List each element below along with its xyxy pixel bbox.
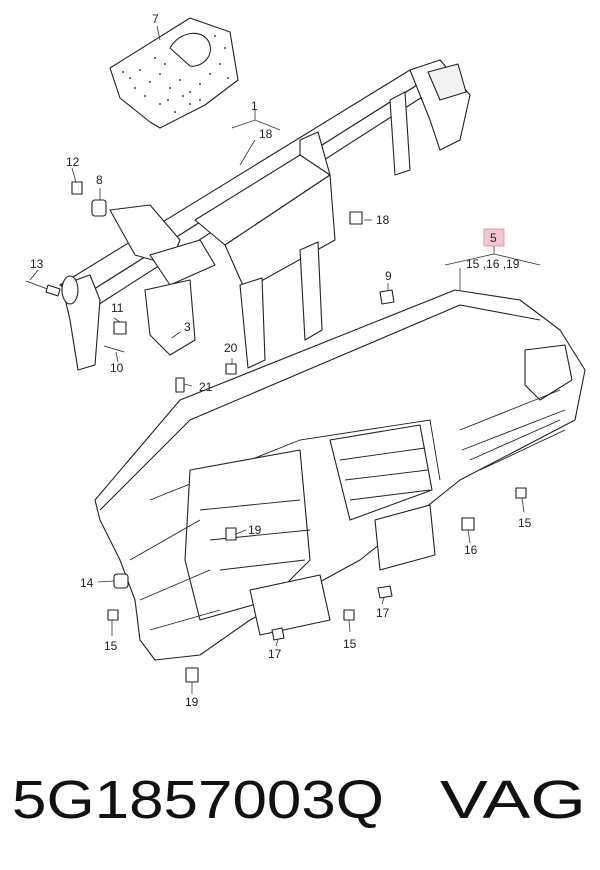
callout-15: 15 xyxy=(343,637,357,651)
callout-18: 18 xyxy=(259,127,273,141)
callout-labels: 7 1 18 12 8 18 5 15 ,16 ,19 13 9 11 10 3… xyxy=(30,12,532,709)
cross-member-part xyxy=(59,59,471,371)
callout-7: 7 xyxy=(152,12,159,26)
frame-hardware xyxy=(25,181,395,393)
callout-8: 8 xyxy=(96,173,103,187)
callout-9: 9 xyxy=(385,269,392,283)
dashboard-part xyxy=(94,289,586,661)
leader-lines xyxy=(29,25,541,694)
callout-19: 19 xyxy=(248,523,262,537)
callout-5-highlight xyxy=(483,228,505,247)
callout-1: 1 xyxy=(251,99,258,113)
callout-3: 3 xyxy=(184,320,191,334)
callout-17: 17 xyxy=(268,647,282,661)
callout-15-16-19: 15 ,16 ,19 xyxy=(466,257,520,271)
callout-17: 17 xyxy=(376,606,390,620)
part-number: 5G1857003Q xyxy=(12,770,384,830)
callout-20: 20 xyxy=(224,341,238,355)
brand-label: VAG xyxy=(440,770,586,830)
footer: 5G1857003Q VAG xyxy=(12,770,586,830)
callout-12: 12 xyxy=(66,155,80,169)
callout-11: 11 xyxy=(111,301,124,315)
callout-14: 14 xyxy=(80,576,94,590)
callout-15: 15 xyxy=(104,639,118,653)
callout-5: 5 xyxy=(490,231,497,245)
insulation-pad-part xyxy=(109,17,239,129)
callout-19: 19 xyxy=(185,695,199,709)
callout-15: 15 xyxy=(518,516,532,530)
callout-13: 13 xyxy=(30,257,44,271)
callout-16: 16 xyxy=(464,543,478,557)
callout-18: 18 xyxy=(376,213,390,227)
callout-21: 21 xyxy=(199,380,213,394)
callout-10: 10 xyxy=(110,361,124,375)
